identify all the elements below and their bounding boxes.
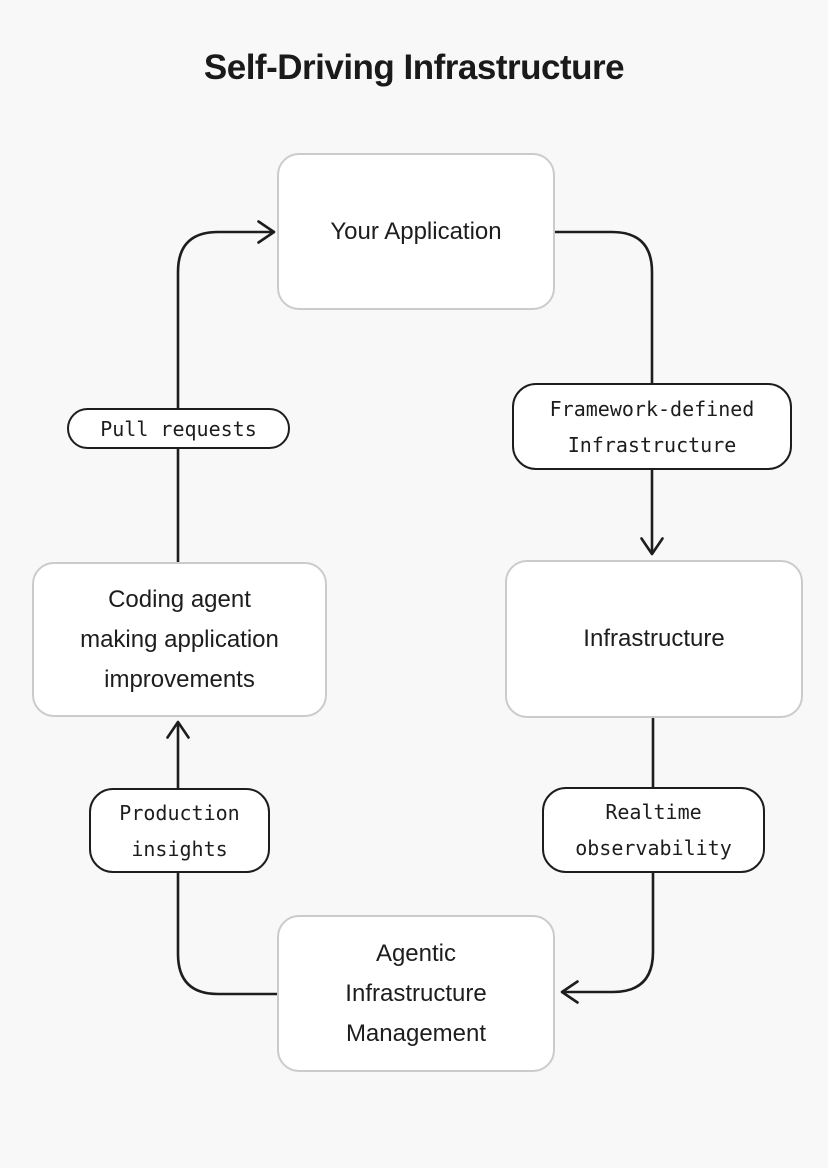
edge-label-production-insights: Production insights bbox=[89, 788, 270, 873]
edge-label-framework-defined-infrastructure: Framework-defined Infrastructure bbox=[512, 383, 792, 470]
node-agentic-infrastructure-management-label: Agentic Infrastructure Management bbox=[345, 939, 487, 1047]
arrow-coding-to-app bbox=[176, 220, 276, 564]
node-infrastructure-label: Infrastructure bbox=[583, 625, 725, 652]
arrow-agentic-to-coding bbox=[166, 720, 279, 996]
arrowhead-right-icon bbox=[257, 220, 276, 244]
arrowhead-up-icon bbox=[166, 720, 190, 739]
arrowhead-down-icon bbox=[640, 537, 664, 556]
node-coding-agent-label: Coding agent making application improvem… bbox=[80, 585, 279, 693]
node-coding-agent: Coding agent making application improvem… bbox=[32, 562, 327, 717]
node-infrastructure: Infrastructure bbox=[505, 560, 803, 718]
diagram-title: Self-Driving Infrastructure bbox=[203, 48, 625, 87]
arrowhead-left-icon bbox=[560, 980, 579, 1004]
edge-label-realtime-observability: Realtime observability bbox=[542, 787, 765, 873]
arrow-infra-to-agentic bbox=[560, 716, 655, 1004]
node-your-application: Your Application bbox=[277, 153, 555, 310]
arrow-app-to-infra bbox=[553, 230, 664, 556]
node-your-application-label: Your Application bbox=[330, 217, 502, 245]
node-agentic-infrastructure-management: Agentic Infrastructure Management bbox=[277, 915, 555, 1072]
edge-label-pull-requests: Pull requests bbox=[67, 408, 290, 449]
edge-label-framework-defined-infrastructure-text: Framework-defined Infrastructure bbox=[549, 396, 755, 457]
edge-label-pull-requests-text: Pull requests bbox=[100, 416, 257, 441]
edge-label-production-insights-text: Production insights bbox=[119, 800, 240, 861]
edge-label-realtime-observability-text: Realtime observability bbox=[575, 800, 732, 860]
